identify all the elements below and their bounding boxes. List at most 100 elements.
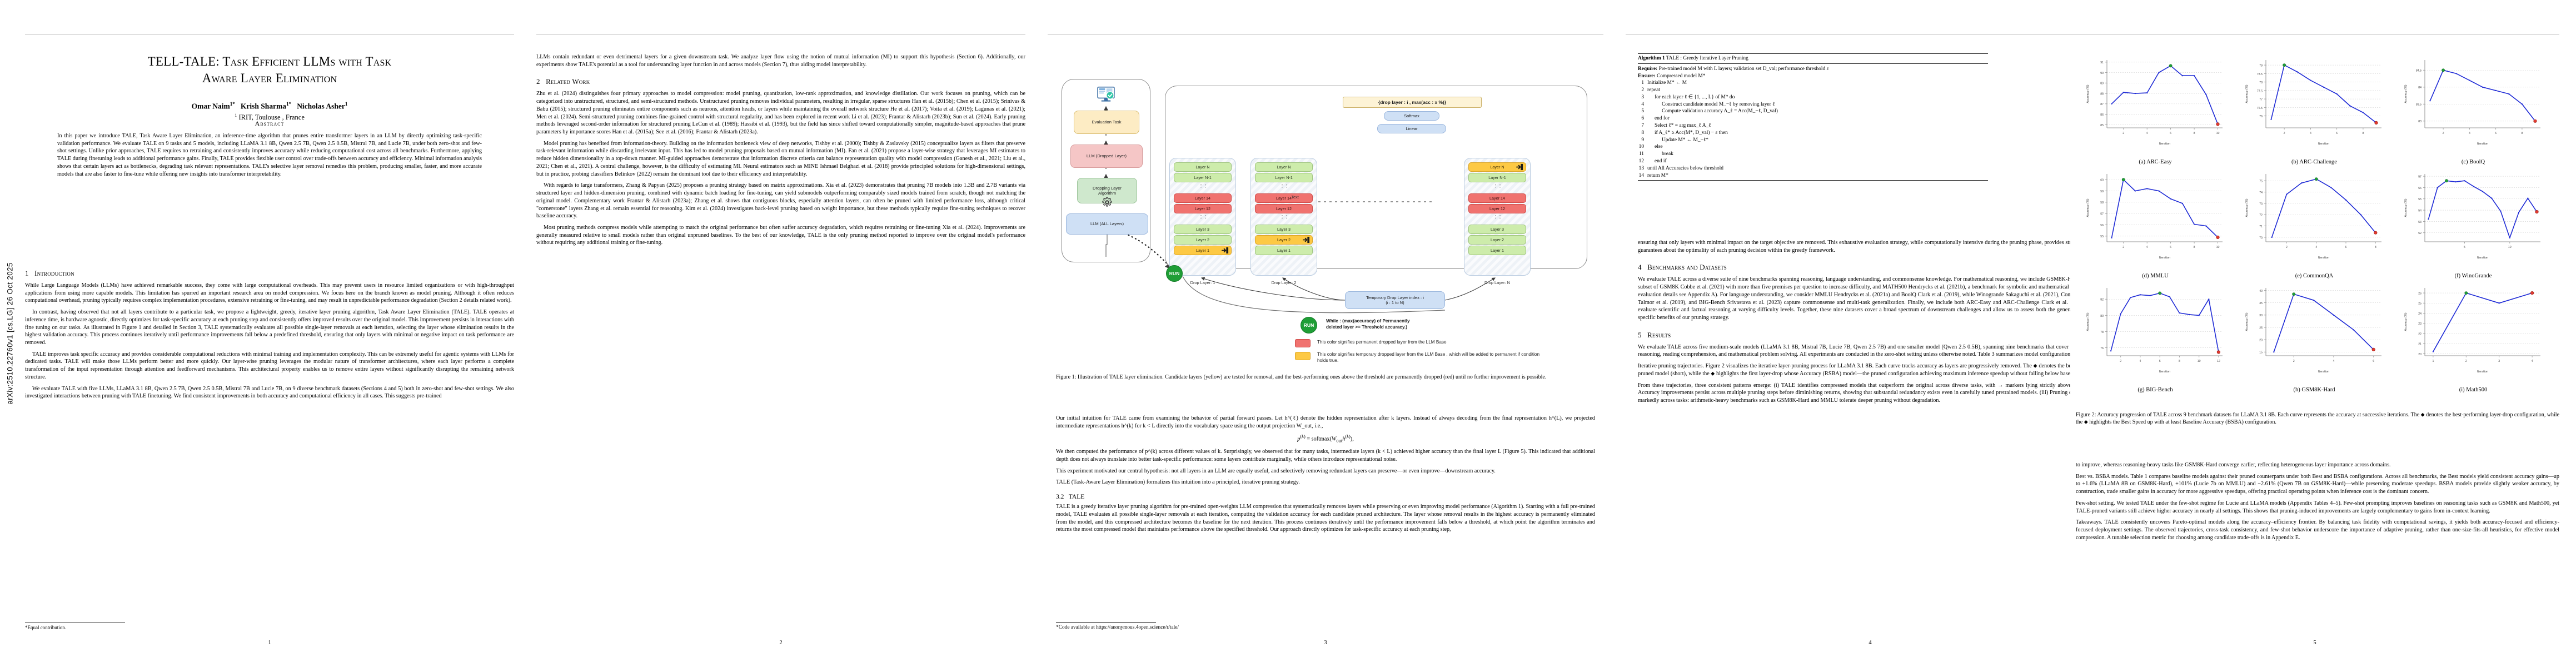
section-number: 4 (1638, 263, 1642, 272)
section-title: Related Work (546, 77, 590, 86)
chart-title: (f) WinoGrande (2454, 273, 2492, 279)
paragraph: Our initial intuition for TALE came from… (1056, 415, 1595, 429)
run-node-legend: RUN (1301, 317, 1317, 334)
subsection-number: 3.2 (1056, 494, 1064, 501)
section-heading-introduction: 1 Introduction (25, 269, 514, 278)
section-heading-related-work: 2 Related Work (536, 77, 1025, 86)
algorithm-1-block: Algorithm 1 TALE : Greedy Iterative Laye… (1638, 53, 1988, 181)
svg-text:55: 55 (2100, 235, 2104, 238)
while-condition: While : (max(accuracy) of Permanently de… (1326, 318, 1509, 330)
layer-ellipsis: ⋮⋮ (1199, 215, 1208, 220)
page-5: 5 (2070, 0, 2559, 667)
algorithm-title-row: Algorithm 1 TALE : Greedy Iterative Laye… (1638, 54, 1988, 63)
author-1-sup: 1* (230, 101, 235, 107)
svg-text:30: 30 (2259, 314, 2263, 317)
algorithm-line-text: Initialize M* ← M (1647, 80, 1687, 86)
svg-text:71: 71 (2259, 225, 2263, 228)
chart-title: (c) BoolQ (2461, 159, 2485, 165)
drop-layer-tag: {drop layer : i , max(acc : x %)} (1343, 97, 1482, 108)
legend-text-permanent: This color signifies permanent dropped l… (1317, 340, 1447, 345)
while-line2: deleted layer >= Threshold accuracy.) (1326, 325, 1407, 330)
svg-text:78: 78 (2100, 331, 2104, 334)
algorithm-line: 12 end if (1638, 158, 1988, 165)
chart-title: (a) ARC-Easy (2139, 159, 2172, 165)
svg-text:25: 25 (2418, 302, 2421, 306)
algorithm-line-number: 2 (1641, 87, 1644, 93)
legend-swatch-permanent (1295, 339, 1311, 347)
drop-layer-label: Drop Layer: N (1484, 280, 1510, 285)
algorithm-line-text: Select ℓ* = arg max_ℓ A_ℓ (1655, 123, 1711, 129)
page-rule (1626, 34, 2115, 35)
footnote-rule (1056, 622, 1156, 623)
svg-text:6: 6 (2159, 360, 2161, 363)
algorithm-rule-bottom (1638, 180, 1988, 181)
algorithm-line-number: 12 (1638, 158, 1644, 164)
layer-block: Layer 3 (1174, 225, 1232, 234)
figure-2-caption-text: Accuracy progression of TALE across 9 be… (2076, 412, 2559, 426)
algorithm-line-number: 3 (1641, 94, 1644, 100)
chart-title: (e) CommonQA (2295, 273, 2334, 279)
drop-algo-line2: Algorithm (1098, 191, 1117, 196)
svg-text:78.5: 78.5 (2257, 73, 2263, 76)
svg-text:6: 6 (2336, 132, 2338, 135)
section-number: 1 (25, 269, 29, 277)
llm-dropped-node: LLM (Dropped Layer) (1070, 145, 1143, 168)
paragraph: This experiment motivated our central hy… (1056, 467, 1496, 474)
legend-swatch-temporary (1295, 352, 1311, 360)
algorithm-line-text: Compute validation accuracy A_ℓ = Acc(M_… (1662, 108, 1778, 115)
affiliation-text: IRIT, Toulouse , France (238, 113, 305, 122)
algorithm-line-number: 14 (1638, 172, 1644, 178)
paragraph: From these trajectories, three consisten… (1638, 382, 2102, 404)
abstract-label: Abstract (255, 120, 285, 127)
author-2-sup: 1* (286, 101, 292, 107)
svg-text:52: 52 (2418, 232, 2421, 235)
paragraph: In contrast, having observed that not al… (25, 309, 514, 346)
svg-text:2: 2 (2122, 246, 2124, 249)
algorithm-line-number: 4 (1641, 101, 1644, 107)
exit-arrow-icon (1222, 247, 1229, 254)
svg-text:2: 2 (2122, 132, 2124, 135)
section-heading-benchmarks: 4 Benchmarks and Datasets (1638, 263, 2102, 272)
svg-text:82: 82 (2100, 298, 2104, 302)
svg-text:77.5: 77.5 (2257, 89, 2263, 93)
title-rest: Task Efficient LLMs with Task (222, 54, 392, 68)
monitor-check-icon (1097, 86, 1115, 102)
section-number: 2 (536, 77, 540, 86)
svg-text:8: 8 (2194, 246, 2195, 249)
svg-text:88: 88 (2100, 93, 2104, 96)
text-label: Text (1291, 195, 1299, 200)
equation-1: p(k) = softmax(Wouth(k)), (1297, 434, 1354, 444)
paragraph: We evaluate TALE across a diverse suite … (1638, 276, 2102, 321)
algorithm-line-text: end if (1655, 158, 1667, 164)
section-title: Introduction (34, 269, 74, 277)
algorithm-line-text: until All Accuracies below threshold (1647, 165, 1723, 171)
affiliation-sup: 1 (235, 112, 237, 118)
algorithm-ensure-label: Ensure: (1638, 73, 1656, 79)
svg-text:2: 2 (2120, 360, 2121, 363)
page-rule (536, 34, 1025, 35)
dropping-layer-algorithm-node: Dropping Layer Algorithm (1077, 178, 1137, 203)
title-line2: Aware Layer Elimination (202, 71, 337, 85)
gear-icon (1102, 197, 1112, 207)
svg-text:4: 4 (2333, 360, 2334, 363)
page-title: TELL-TALE: Task Efficient LLMs with Task… (25, 53, 514, 87)
paragraph: While Large Language Models (LLMs) have … (25, 282, 514, 304)
svg-text:75: 75 (2259, 180, 2263, 183)
page-2: LLMs contain redundant or even detriment… (536, 0, 1025, 667)
algorithm-title: TALE : Greedy Iterative Layer Pruning (1666, 56, 1748, 61)
layer-ellipsis: ⋮⋮ (1280, 183, 1289, 188)
footnote: *Equal contribution. (25, 623, 514, 630)
